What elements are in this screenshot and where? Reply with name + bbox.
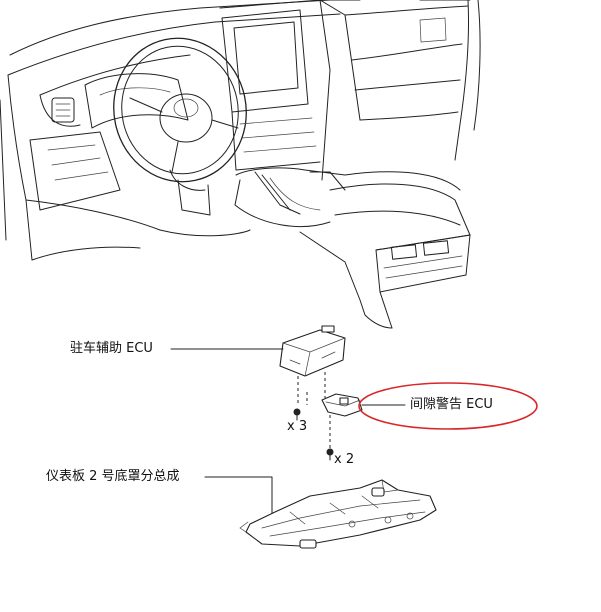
- quantity-screws-a: x 3: [287, 419, 308, 434]
- parking-assist-ecu-part: [170, 325, 346, 377]
- clearance-warning-ecu-part: [321, 393, 406, 417]
- highlight-ellipse: [358, 382, 538, 430]
- screw-icon: [293, 408, 301, 421]
- quantity-screws-b: x 2: [334, 452, 355, 467]
- lower-panel-cover-part: [204, 476, 437, 549]
- screw-icon: [326, 448, 334, 461]
- dashboard-illustration: [0, 0, 481, 329]
- label-clearance-warning-ecu: 间隙警告 ECU: [410, 397, 493, 412]
- label-lower-panel: 仪表板 2 号底罩分总成: [46, 469, 180, 484]
- label-parking-assist-ecu: 驻车辅助 ECU: [70, 341, 153, 356]
